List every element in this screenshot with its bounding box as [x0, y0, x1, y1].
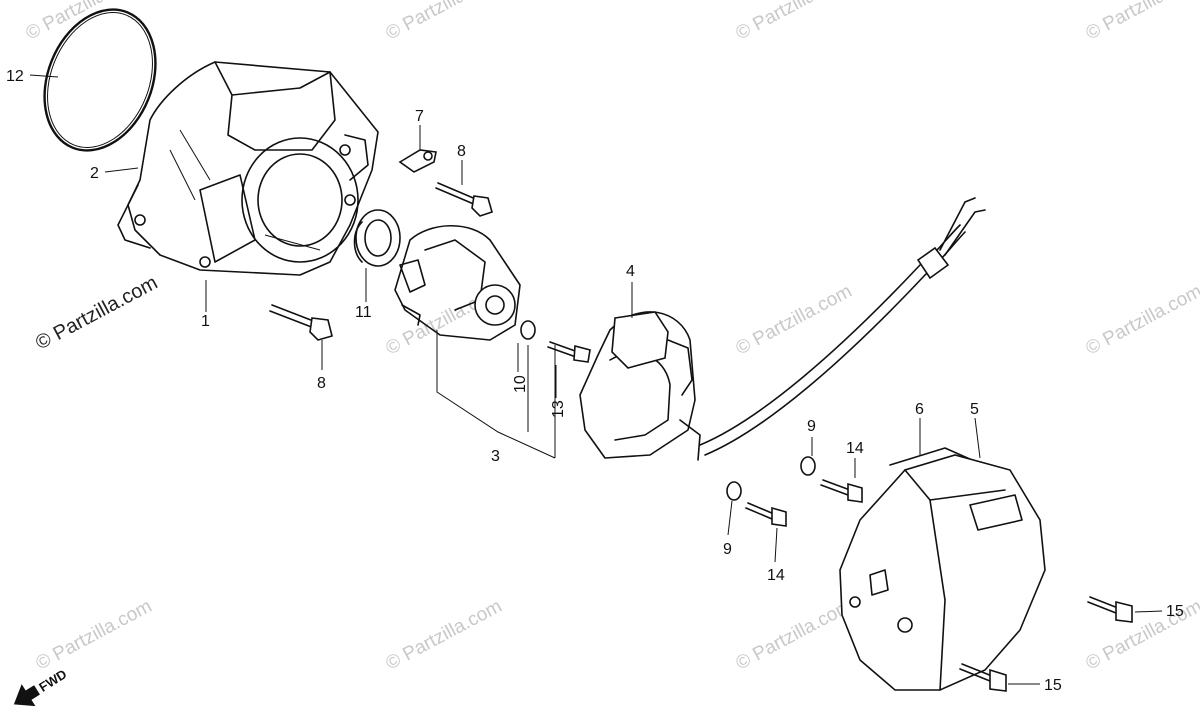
callout-9-lower: 9 [723, 541, 732, 558]
watermark-text: © Partzilla.com [382, 0, 505, 44]
part-9-washer-upper [800, 456, 816, 476]
callout-8-upper: 8 [457, 143, 466, 160]
part-1-housing [117, 61, 379, 276]
callout-3: 3 [491, 448, 500, 465]
callout-1: 1 [201, 313, 210, 330]
callout-10: 10 [512, 375, 529, 393]
part-4-coil-plate [579, 311, 701, 461]
watermark-text: © Partzilla.com [32, 272, 161, 355]
callout-11: 11 [355, 304, 372, 321]
callout-15-upper: 15 [1166, 603, 1184, 620]
part-8-bolt-lower [269, 304, 333, 341]
callout-7: 7 [415, 108, 424, 125]
callout-4: 4 [626, 263, 635, 280]
callout-9-upper: 9 [807, 418, 816, 435]
part-12-o-ring [43, 8, 157, 152]
part-3-bracket-lines [436, 330, 556, 459]
part-8-bolt-upper [435, 182, 493, 217]
part-15-screw-lower [959, 663, 1007, 692]
part-14-bolt-upper [820, 479, 863, 503]
callout-8-lower: 8 [317, 375, 326, 392]
callout-5: 5 [970, 401, 979, 418]
part-3-pulse-generator [394, 224, 521, 341]
leader-lines [29, 74, 1163, 685]
callout-2: 2 [90, 165, 99, 182]
watermark-text: © Partzilla.com [1082, 281, 1200, 360]
callout-13: 13 [550, 400, 567, 418]
part-11-oil-seal [353, 209, 401, 267]
part-15-screw-upper [1087, 596, 1133, 623]
callout-14-upper: 14 [846, 440, 864, 457]
part-9-washer-lower [726, 481, 742, 501]
part-5-cover [839, 454, 1046, 691]
part-10-washer [520, 320, 536, 340]
callout-15-lower: 15 [1044, 677, 1062, 694]
part-14-bolt-lower [745, 502, 787, 527]
watermark-text: © Partzilla.com [382, 596, 505, 675]
callout-6: 6 [915, 401, 924, 418]
callout-labels: 12 2 1 7 8 8 11 4 10 13 3 9 14 6 5 9 14 … [6, 68, 1184, 694]
watermark-text: © Partzilla.com [1082, 0, 1200, 44]
part-7-clamp [398, 149, 437, 173]
watermark-text: © Partzilla.com [732, 0, 855, 44]
callout-14-lower: 14 [767, 567, 785, 584]
watermark-text: © Partzilla.com [32, 596, 155, 675]
part-4-wire-harness [699, 197, 986, 456]
callout-12: 12 [6, 68, 24, 85]
watermark-text: © Partzilla.com [732, 596, 855, 675]
part-13-screw [547, 341, 591, 363]
